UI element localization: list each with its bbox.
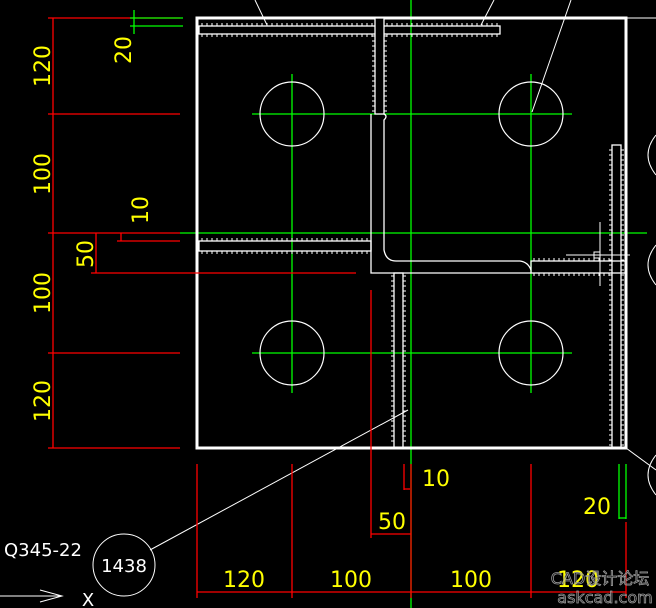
stiffener-right-vertical xyxy=(611,144,622,449)
watermark-line1: CAD设计论坛 xyxy=(551,569,649,588)
angle-section xyxy=(370,113,532,274)
dim-bottom-2: 100 xyxy=(330,568,372,593)
bolt-hole xyxy=(498,320,564,386)
dim-left-1: 120 xyxy=(31,45,56,87)
dim-left-2: 100 xyxy=(31,153,56,195)
stiffener-bottom-vertical xyxy=(393,272,404,449)
bolt-hole xyxy=(259,320,325,386)
centerlines xyxy=(180,0,647,608)
axis-label: X xyxy=(82,590,94,608)
dim-left-weld-10: 10 xyxy=(129,196,154,224)
dimension-lines xyxy=(48,17,627,598)
bolt-hole xyxy=(498,81,564,147)
stiffener-left xyxy=(198,240,372,252)
part-number-balloon xyxy=(92,533,156,597)
dim-bottom-weld-10: 10 xyxy=(422,467,450,492)
dim-left-3: 100 xyxy=(31,272,56,314)
stiffener-top-vertical xyxy=(374,17,385,115)
watermark-line2: askcad.com xyxy=(557,588,652,607)
dim-top-offset: 20 xyxy=(112,36,137,64)
material-label: Q345-22 xyxy=(4,540,82,561)
part-number: 1438 xyxy=(101,556,147,577)
stiffener-top xyxy=(198,25,501,35)
weld-ticks xyxy=(201,23,624,446)
bolt-holes xyxy=(259,81,564,386)
dimension-lines-green xyxy=(130,10,627,519)
bolt-hole xyxy=(259,81,325,147)
dim-bottom-1: 120 xyxy=(223,568,265,593)
dim-bottom-weld-50: 50 xyxy=(378,510,406,535)
base-plate xyxy=(195,16,628,450)
dim-bottom-3: 100 xyxy=(450,568,492,593)
dim-left-4: 120 xyxy=(31,380,56,422)
dim-left-weld-50: 50 xyxy=(74,240,99,268)
dim-bottom-right-20: 20 xyxy=(583,495,611,520)
stiffeners xyxy=(198,17,627,449)
dim-bottom-4: 120 xyxy=(557,568,599,593)
